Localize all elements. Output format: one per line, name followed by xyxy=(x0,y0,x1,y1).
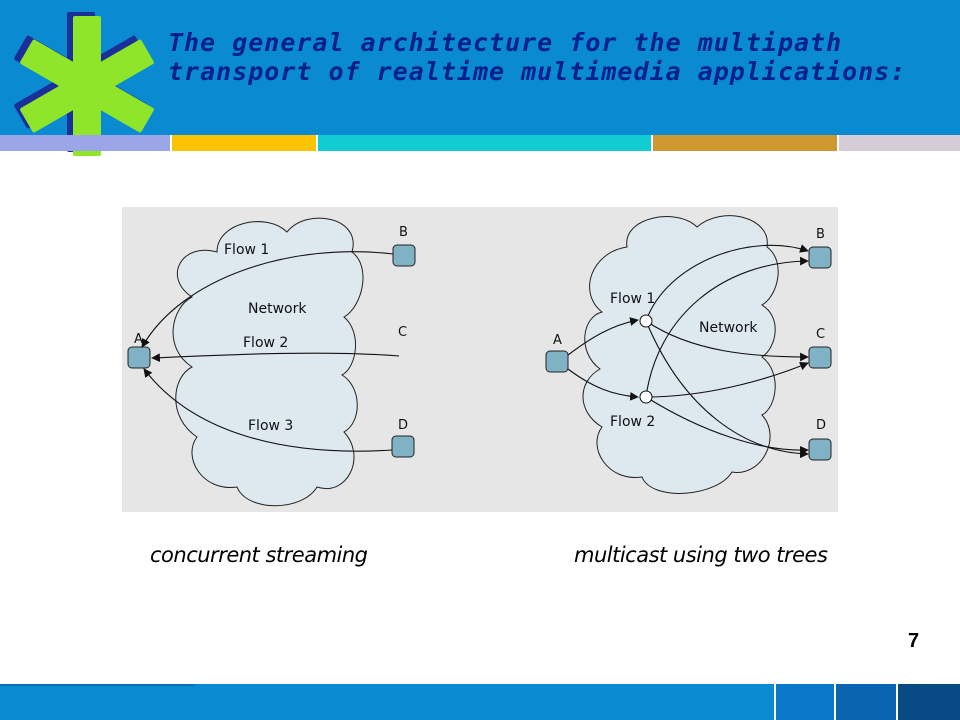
flow2-arrow xyxy=(151,352,400,363)
stripe-segment xyxy=(653,135,837,151)
node-label-a: A xyxy=(553,333,562,348)
tree2-branch-node xyxy=(639,390,653,404)
tree1-branch-node xyxy=(639,314,653,328)
node-label-a: A xyxy=(134,332,143,347)
tree2-to-b-arrow xyxy=(645,256,809,398)
stripe-segment xyxy=(839,135,960,151)
caption-concurrent-streaming: concurrent streaming xyxy=(150,543,368,567)
architecture-figure: B C D A Flow 1 Network Flow 2 Flow 3 B C… xyxy=(122,207,838,512)
diagram-multicast-two-trees: B C D A Flow 1 Network Flow 2 xyxy=(545,215,832,494)
flow2-label: Flow 2 xyxy=(243,335,288,351)
page-number: 7 xyxy=(908,630,920,652)
footer-block xyxy=(836,684,896,720)
architecture-diagram: B C D A Flow 1 Network Flow 2 Flow 3 B C… xyxy=(127,215,832,507)
footer-bar xyxy=(0,684,774,720)
flow1-arrow xyxy=(141,251,394,348)
slide-title: The general architecture for the multipa… xyxy=(168,28,907,86)
stripe-segment xyxy=(318,135,651,151)
diagram-concurrent-streaming: B C D A Flow 1 Network Flow 2 Flow 3 xyxy=(127,217,416,507)
network-label: Network xyxy=(699,320,758,336)
footer-block xyxy=(898,684,960,720)
node-label-d: D xyxy=(816,418,826,433)
node-label-c: C xyxy=(398,325,407,340)
node-label-d: D xyxy=(398,418,408,433)
stripe-segment xyxy=(0,135,170,151)
stripe-segment xyxy=(172,135,316,151)
footer-block xyxy=(776,684,834,720)
network-cloud xyxy=(582,215,779,494)
caption-multicast: multicast using two trees xyxy=(574,543,828,567)
tree2-to-c-arrow xyxy=(645,361,809,398)
node-a xyxy=(545,350,569,373)
flow3-label: Flow 3 xyxy=(248,418,293,434)
tree1-to-d-arrow xyxy=(645,320,809,459)
flow3-arrow xyxy=(143,368,393,452)
flow2-label: Flow 2 xyxy=(610,414,655,430)
node-d xyxy=(808,438,832,461)
a-to-tree1-arrow xyxy=(567,317,639,356)
footer-accent xyxy=(0,684,195,686)
node-d xyxy=(391,435,415,458)
asterisk-logo-icon xyxy=(14,12,154,156)
network-label: Network xyxy=(248,301,307,317)
network-cloud xyxy=(172,217,364,507)
node-label-c: C xyxy=(816,327,825,342)
flow1-label: Flow 1 xyxy=(224,242,269,258)
node-b xyxy=(392,244,416,267)
node-c xyxy=(808,346,832,369)
node-label-b: B xyxy=(399,225,408,240)
tree1-to-b-arrow xyxy=(645,244,809,322)
flow1-label: Flow 1 xyxy=(610,291,655,307)
tree2-to-d-arrow xyxy=(645,396,809,455)
node-b xyxy=(808,246,832,269)
node-a xyxy=(127,346,151,369)
node-label-b: B xyxy=(816,227,825,242)
tree1-to-c-arrow xyxy=(645,320,809,362)
header-bar xyxy=(0,0,960,135)
a-to-tree2-arrow xyxy=(567,368,639,401)
